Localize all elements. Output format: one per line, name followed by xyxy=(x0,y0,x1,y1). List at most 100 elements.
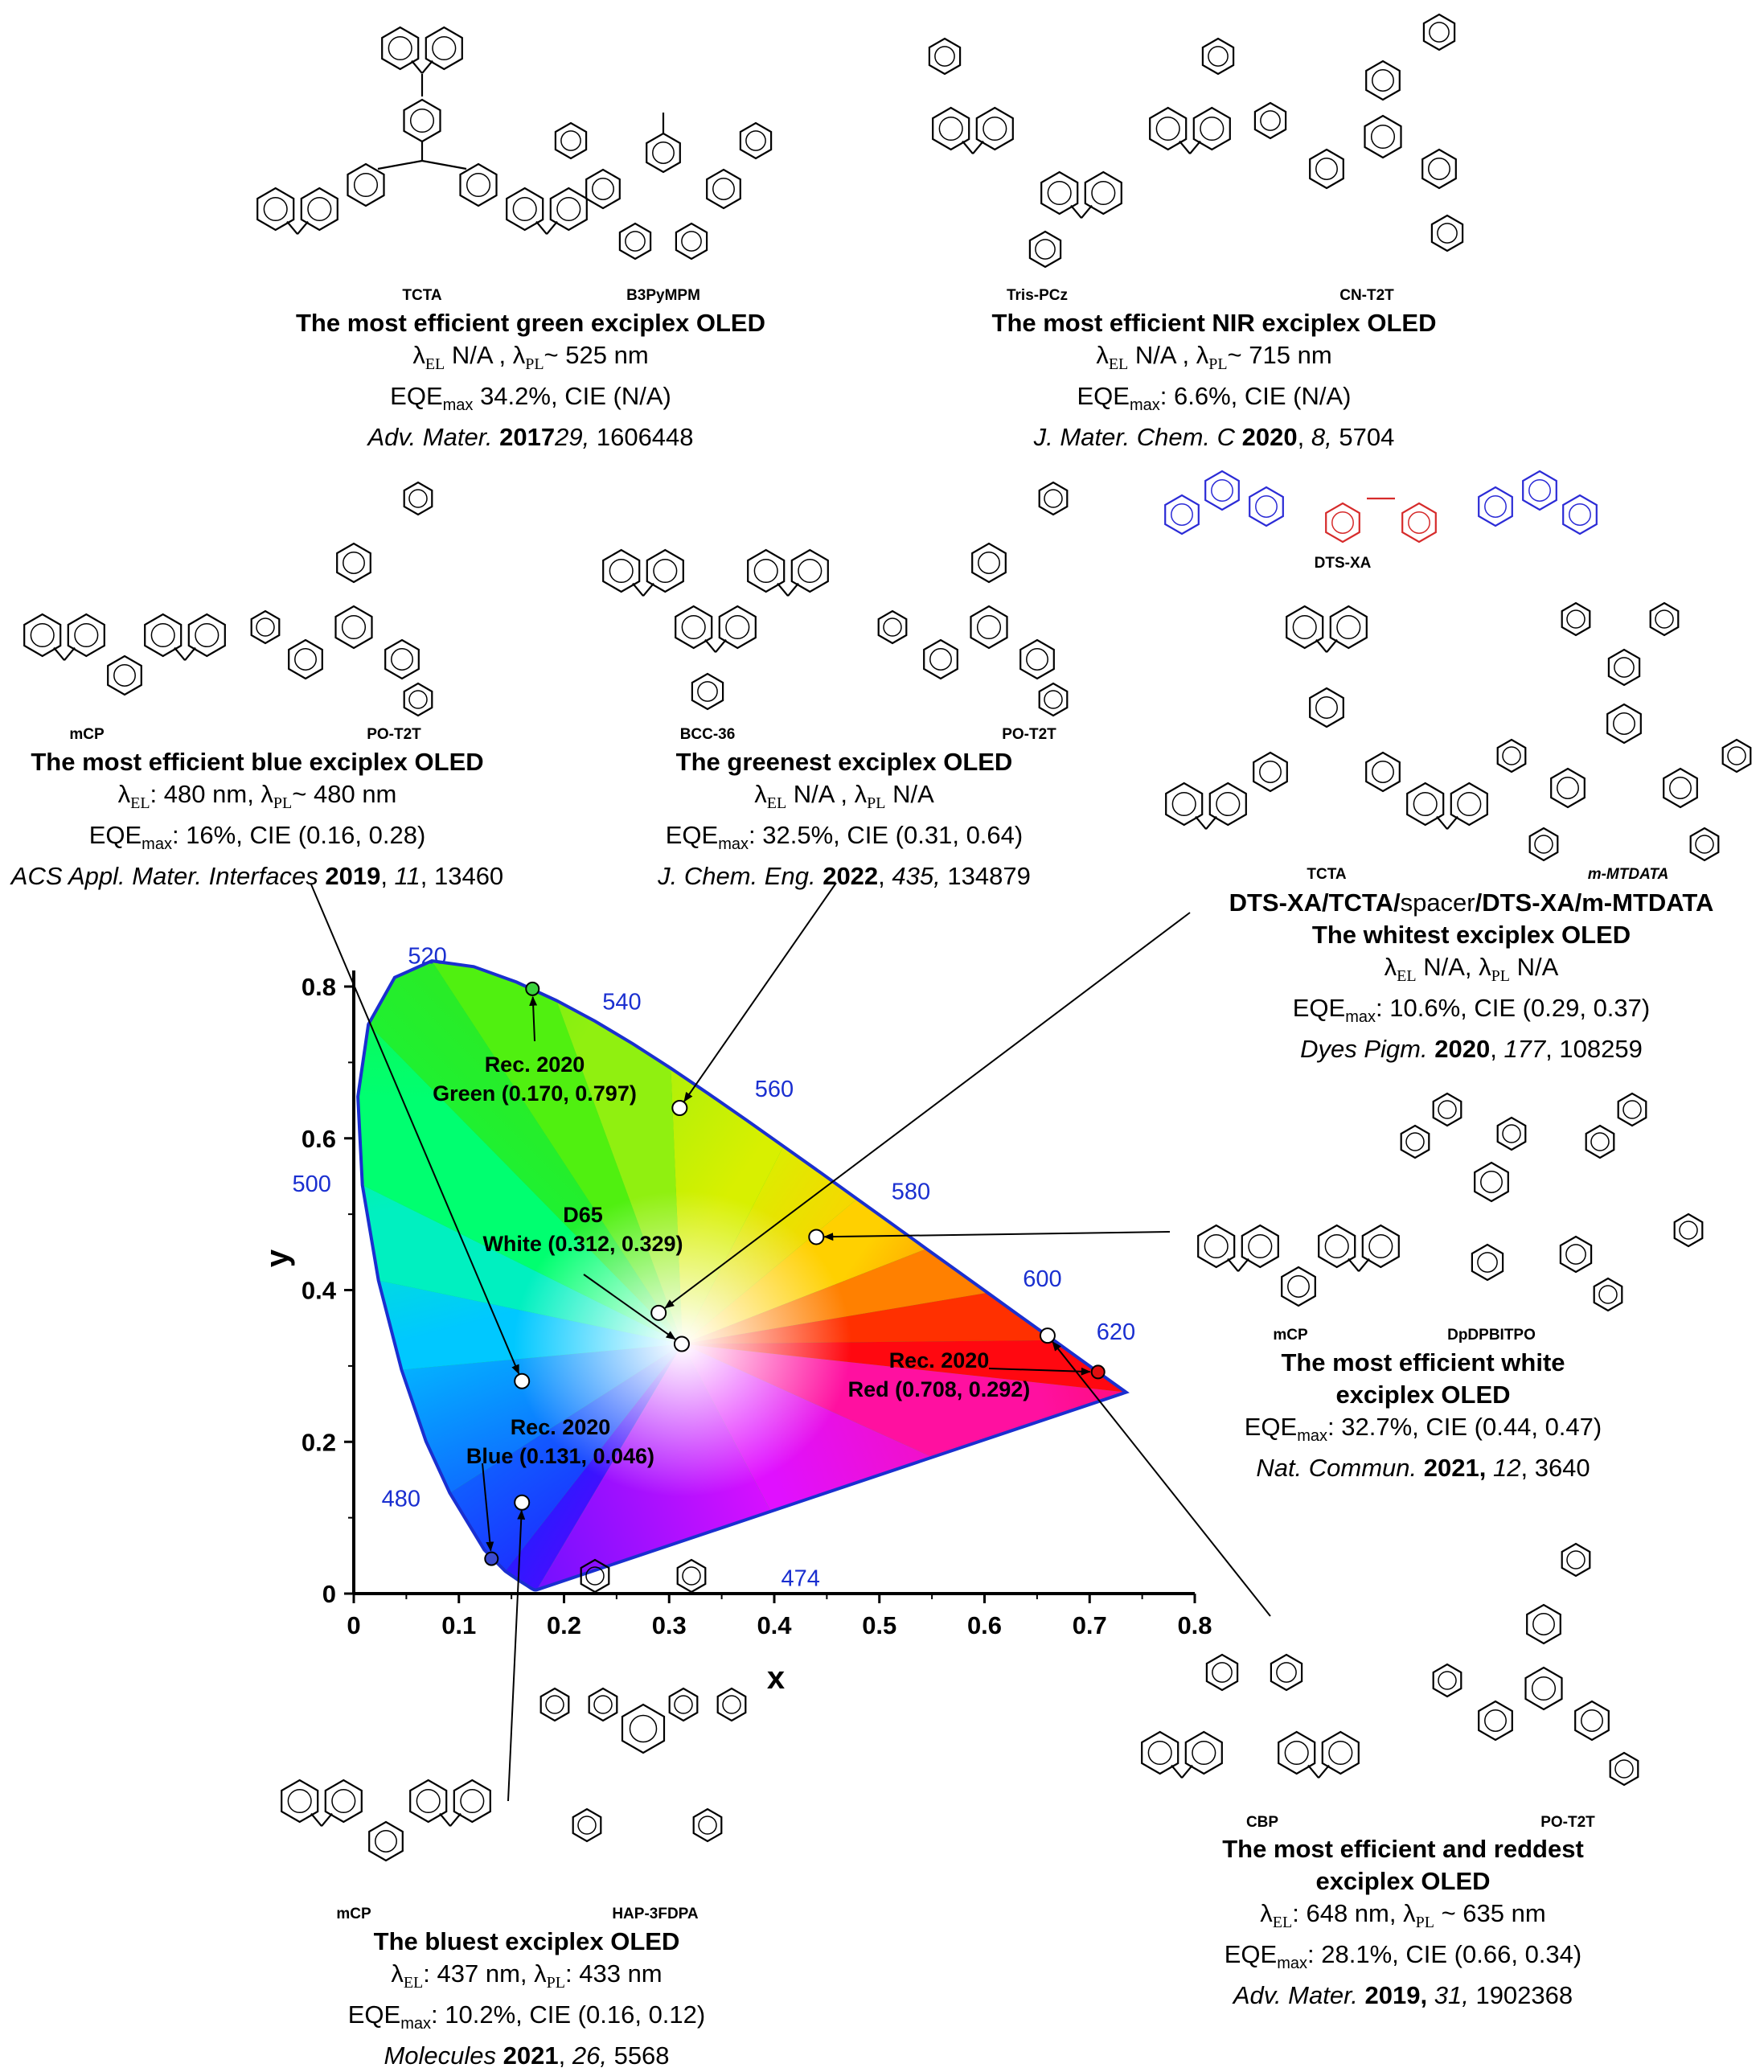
point-greenest xyxy=(671,1100,688,1116)
ring-sketch xyxy=(580,1558,610,1594)
ring-sketch xyxy=(67,613,105,658)
ring-sketch xyxy=(1430,214,1464,252)
ring-sketch-inner xyxy=(625,231,646,252)
ring-sketch xyxy=(403,98,441,143)
ring-sketch xyxy=(1309,687,1344,728)
panel-eff-white: The most efficient white exciplex OLED E… xyxy=(1198,1347,1648,1484)
ring-sketch-inner xyxy=(934,46,955,67)
ring-sketch-inner xyxy=(113,664,136,687)
x-tick-label: 0.5 xyxy=(862,1611,896,1639)
bond-sketch xyxy=(1446,815,1458,830)
mol-label-dpdpbitpo: DpDPBITPO xyxy=(1447,1327,1536,1344)
ring-sketch xyxy=(1585,1124,1615,1159)
mol-label-hap-3fdpa: HAP-3FDPA xyxy=(612,1906,699,1922)
ring-sketch xyxy=(1038,481,1069,516)
ring-sketch xyxy=(144,613,183,658)
ring-sketch-inner xyxy=(341,614,367,640)
ring-sketch-inner xyxy=(307,196,332,222)
structure-sketches xyxy=(23,13,1752,1862)
panel-red: The most efficient and reddest exciplex … xyxy=(1166,1833,1640,2012)
ring-sketch xyxy=(409,1779,448,1824)
panel-blue-lambda: λEL: 480 nm, λPL~ 480 nm xyxy=(117,780,397,813)
bond-sketch xyxy=(1070,204,1082,219)
ring-sketch xyxy=(506,187,544,232)
ring-sketch xyxy=(1084,170,1122,215)
panel-green-lambda: λEL N/A , λPL~ 525 nm xyxy=(412,341,649,374)
ring-sketch-inner xyxy=(1565,1244,1586,1265)
point-rec-2020-green xyxy=(525,981,540,996)
point-d65-white xyxy=(673,1336,690,1352)
ring-sketch xyxy=(928,37,962,76)
ring-sketch xyxy=(1496,738,1527,773)
ring-sketch xyxy=(554,121,588,160)
label-rec-blue-line-1: Rec. 2020 xyxy=(511,1415,611,1439)
ring-sketch xyxy=(1164,494,1200,535)
y-axis-label: y xyxy=(260,1249,295,1267)
ring-sketch xyxy=(1689,827,1720,862)
ring-sketch-inner xyxy=(1292,614,1317,640)
ring-sketch-inner xyxy=(388,35,412,61)
ring-sketch-inner xyxy=(1336,614,1361,640)
panel-red-title-2: exciplex OLED xyxy=(1315,1867,1491,1895)
ring-sketch xyxy=(336,542,371,584)
bond-sketch xyxy=(1348,1258,1360,1272)
ring-sketch-inner xyxy=(1211,479,1233,502)
ring-sketch-inner xyxy=(466,172,491,198)
ring-sketch xyxy=(1607,648,1641,687)
label-d65-line-1: D65 xyxy=(563,1203,603,1227)
ring-sketch xyxy=(716,1687,747,1722)
ring-sketch xyxy=(1365,59,1401,101)
bond-sketch xyxy=(377,159,423,170)
ring-sketch-inner xyxy=(1613,712,1635,735)
ring-sketch-inner xyxy=(1413,791,1438,817)
ring-sketch-inner xyxy=(592,178,614,200)
ring-sketch xyxy=(1649,601,1680,637)
mol-label-po-t2t-red: PO-T2T xyxy=(1540,1814,1595,1831)
ring-sketch-inner xyxy=(1566,609,1586,629)
ring-sketch xyxy=(1526,1603,1561,1645)
y-tick-label: 0.4 xyxy=(302,1277,337,1305)
ring-sketch-inner xyxy=(1368,1233,1393,1259)
ring-sketch xyxy=(971,542,1007,584)
x-axis-label: x xyxy=(767,1660,785,1696)
panel-eff-white-eqe: EQEmax: 32.7%, CIE (0.44, 0.47) xyxy=(1244,1413,1602,1446)
ring-sketch-inner xyxy=(725,614,750,640)
panel-nir-title: The most efficient NIR exciplex OLED xyxy=(991,309,1437,337)
panel-bluest-lambda: λEL: 437 nm, λPL: 433 nm xyxy=(391,1959,663,1992)
ring-sketch-inner xyxy=(409,108,435,133)
ring-sketch xyxy=(1400,1124,1430,1159)
ring-sketch-inner xyxy=(1566,1550,1586,1569)
ring-sketch-inner xyxy=(150,622,175,648)
ring-sketch-inner xyxy=(1502,1124,1521,1143)
bond-sketch xyxy=(1237,1258,1249,1272)
panel-greenest-title: The greenest exciplex OLED xyxy=(675,748,1013,776)
ring-sketch xyxy=(585,168,621,210)
bond-sketch xyxy=(535,220,548,235)
ring-sketch-inner xyxy=(1679,1221,1698,1240)
ring-sketch-inner xyxy=(1502,746,1521,765)
label-d65-line-2: White (0.312, 0.329) xyxy=(482,1232,683,1256)
panel-greenest-ref: J. Chem. Eng. 2022, 435, 134879 xyxy=(658,862,1031,891)
wavelength-label: 540 xyxy=(602,989,641,1015)
bond-sketch xyxy=(546,220,558,235)
ring-sketch-inner xyxy=(1532,1613,1555,1635)
ring-sketch xyxy=(23,613,62,658)
bond-sketch xyxy=(64,646,76,661)
ring-sketch xyxy=(459,162,498,207)
bond-sketch xyxy=(421,59,433,74)
bond-sketch xyxy=(1436,815,1448,830)
panel-nir-lambda: λEL N/A , λPL~ 715 nm xyxy=(1096,341,1332,374)
bond-sketch xyxy=(321,1812,333,1827)
bond-sketch xyxy=(1181,1764,1193,1779)
pointer-bluest xyxy=(507,1509,526,1802)
panel-red-lambda: λEL: 648 nm, λPL ~ 635 nm xyxy=(1260,1899,1546,1932)
x-tick-label: 0.8 xyxy=(1177,1611,1212,1639)
bond-sketch xyxy=(449,1812,462,1827)
mol-label-tris-pcz: Tris-PCz xyxy=(1006,287,1069,304)
ring-sketch xyxy=(790,548,829,593)
wavelength-label: 560 xyxy=(755,1077,794,1102)
bond-sketch xyxy=(704,638,716,653)
wavelength-label: 520 xyxy=(408,944,446,970)
